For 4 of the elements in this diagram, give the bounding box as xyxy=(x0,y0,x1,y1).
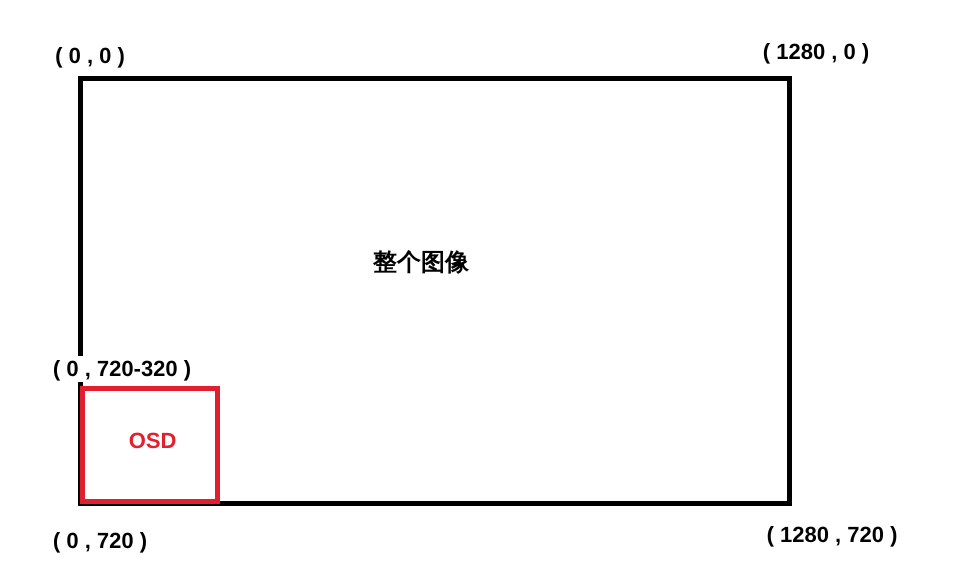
osd-label: OSD xyxy=(128,428,176,454)
osd-box xyxy=(80,386,220,504)
image-frame xyxy=(78,76,792,506)
image-label: 整个图像 xyxy=(372,248,469,278)
